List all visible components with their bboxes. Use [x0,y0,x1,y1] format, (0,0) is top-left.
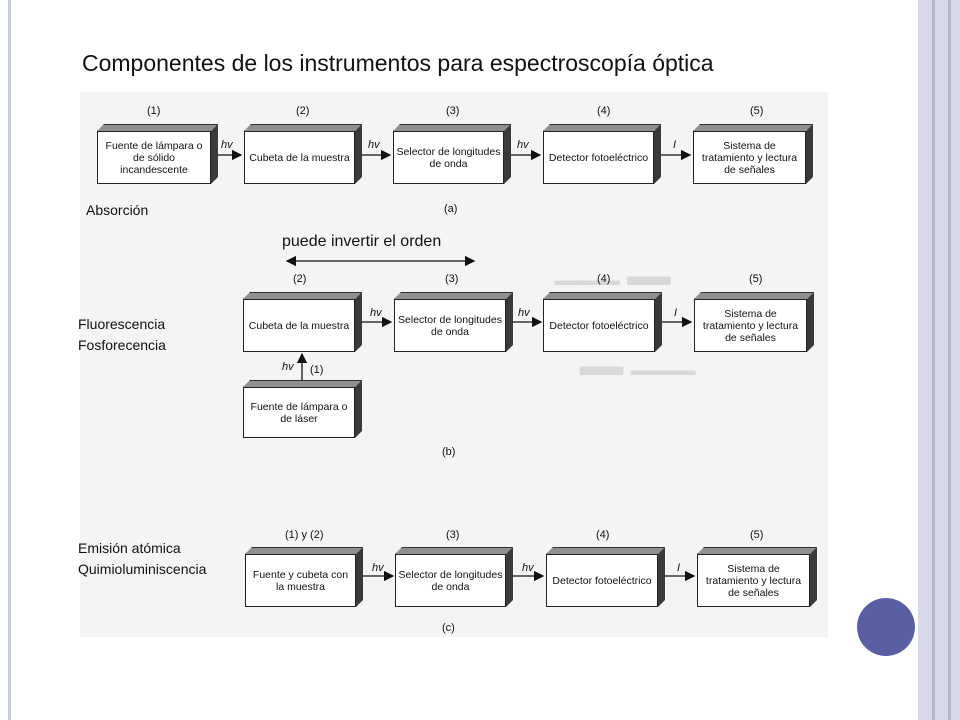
panel-caption-a: (a) [444,203,458,215]
slide-right-border [918,0,960,720]
arrow-label: I [674,307,678,319]
signal-processing-box: Sistema de tratamiento y lectura de seña… [694,292,814,352]
panel-caption-b: (b) [442,446,456,458]
fluorescence-label: Fluorescencia [78,316,166,332]
signal-processing-box: Sistema de tratamiento y lectura de seña… [697,547,817,607]
step-number: (3) [445,273,459,285]
step-number: (5) [750,105,764,117]
step-number: (5) [750,529,764,541]
slide-left-border [8,0,11,720]
arrow-label: hv [517,139,529,151]
step-number: (3) [446,529,460,541]
arrow-label: I [677,562,681,574]
arrow-label: hv [282,361,294,373]
signal-processing-box: Sistema de tratamiento y lectura de seña… [693,124,813,184]
connector-arrows [218,149,696,582]
step-number: (5) [749,273,763,285]
lamp-or-laser-source-box: Fuente de lámpara o de láser [243,380,362,438]
step-number: (2) [296,105,310,117]
sample-cell-box: Cubeta de la muestra [243,292,362,352]
diagram-figure: ▁▁▁ ▂▂ ▂▂ ▁▁▁ (1) (2) (3) (4) (5) [78,92,828,637]
wavelength-selector-box: Selector de longitudes de onda [394,292,513,352]
arrow-label: hv [372,562,384,574]
arrow-label: hv [370,307,382,319]
detector-box: Detector fotoeléctrico [546,547,665,607]
arrow-label: hv [368,139,380,151]
atomic-emission-label: Emisión atómica [78,540,181,556]
sample-cell-box: Cubeta de la muestra [244,124,362,184]
chemiluminescence-label: Quimioluminiscencia [78,561,207,577]
wavelength-selector-box: Selector de longitudes de onda [393,124,511,184]
arrow-label: hv [221,139,233,151]
step-number: (1) [310,364,324,376]
step-number: (3) [446,105,460,117]
step-number: (2) [293,273,307,285]
detector-box: Detector fotoeléctrico [543,124,661,184]
step-number: (4) [597,105,611,117]
panel-caption-c: (c) [442,622,455,634]
invert-order-note: puede invertir el orden [282,233,442,250]
decorative-circle [857,598,915,656]
arrow-label: hv [518,307,530,319]
step-number: (4) [596,529,610,541]
absorption-label: Absorción [86,202,149,218]
slide-title: Componentes de los instrumentos para esp… [82,50,714,76]
step-number: (4) [597,273,611,285]
light-source-box: Fuente de lámpara o de sólido incandesce… [97,124,218,184]
step-number: (1) [147,105,161,117]
detector-box: Detector fotoeléctrico [543,292,662,352]
source-and-cell-box: Fuente y cubeta con la muestra [245,547,363,607]
phosphorescence-label: Fosforecencia [78,337,166,353]
step-number: (1) y (2) [285,529,324,541]
arrow-label: I [673,139,677,151]
wavelength-selector-box: Selector de longitudes de onda [395,547,513,607]
arrow-label: hv [522,562,534,574]
